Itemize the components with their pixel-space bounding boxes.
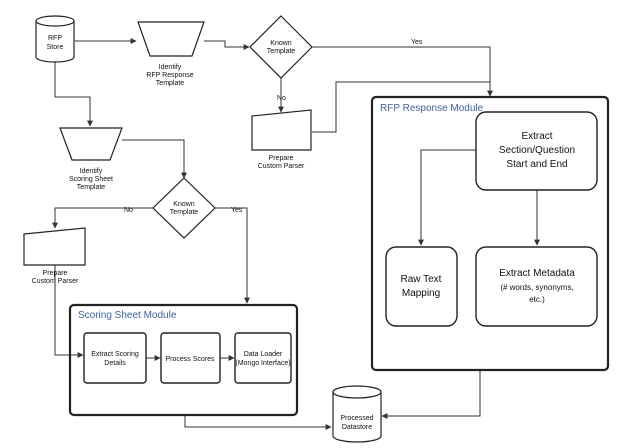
datastore-label-1: Processed [340,415,373,422]
rfp-store-node: RFP Store [35,15,75,63]
process-scores-label: Process Scores [165,356,215,363]
edges [52,38,540,430]
extract-scoring-node: Extract Scoring Details [83,332,147,384]
edge-parser-1-to-module [312,81,490,133]
data-loader-label-1: Data Loader [244,351,283,358]
extract-section-label-2: Section/Question [499,145,575,156]
identify-rfp-label-1: Identify [159,64,182,71]
extract-metadata-label-1: Extract Metadata [499,268,575,279]
raw-text-label-1: Raw Text [401,274,442,285]
rfp-store-label-1: RFP [48,35,62,42]
known-template-2-node: Known Template [152,177,216,239]
process-scores-node: Process Scores [160,332,221,384]
identify-scoring-label-1: Identify [80,168,103,175]
extract-metadata-label-3: etc.) [529,295,545,304]
edge-known-2-no [52,207,153,229]
known-1-label-2: Template [267,48,296,55]
rfp-response-module-title: RFP Response Module [380,103,484,114]
edge-identify-rfp-to-known-1 [204,40,250,50]
prepare-parser-1-node: Prepare Custom Parser [251,109,312,170]
raw-text-node: Raw Text Mapping [385,246,458,327]
identify-scoring-template-node: Identify Scoring Sheet Template [59,127,123,191]
parser-2-label-2: Custom Parser [32,278,79,285]
extract-section-label-3: Start and End [506,159,567,170]
data-loader-node: Data Loader (Mongo Interface) [234,332,292,384]
raw-text-label-2: Mapping [402,288,440,299]
known-2-label-1: Known [173,201,195,208]
identify-rfp-label-3: Template [156,80,185,87]
known-template-1-node: Known Template [249,15,313,79]
known-1-label-1: Known [270,40,292,47]
rfp-store-label-2: Store [47,44,64,51]
identify-rfp-template-node: Identify RFP Response Template [137,21,205,87]
identify-scoring-label-2: Scoring Sheet [69,176,113,183]
edge-known-2-yes [215,207,250,304]
edge-label-yes-2: Yes [231,207,243,214]
parser-1-label-1: Prepare [269,155,294,162]
edge-label-yes-1: Yes [411,39,423,46]
scoring-sheet-module-title: Scoring Sheet Module [78,310,177,321]
extract-metadata-label-2: (# words, synonyms, [500,283,573,292]
extract-scoring-label-2: Details [104,360,126,367]
data-loader-label-2: (Mongo Interface) [235,360,290,367]
datastore-label-2: Datastore [342,424,372,431]
edge-section-to-raw [418,149,476,246]
extract-metadata-node: Extract Metadata (# words, synonyms, etc… [475,246,598,327]
parser-1-label-2: Custom Parser [258,163,305,170]
prepare-parser-2-node: Prepare Custom Parser [23,227,86,285]
parser-2-label-1: Prepare [43,270,68,277]
edge-store-to-identify-scoring [54,61,93,127]
identify-scoring-label-3: Template [77,184,106,191]
edge-known-1-yes [312,46,493,97]
edge-scoring-module-to-datastore [184,415,332,430]
identify-rfp-label-2: RFP Response [146,72,193,79]
extract-section-label-1: Extract [521,131,552,142]
known-2-label-2: Template [170,209,199,216]
extract-section-node: Extract Section/Question Start and End [475,111,598,191]
edge-identify-scoring-to-known-2 [122,139,187,179]
edge-parser-2-to-extract-scoring [54,265,84,358]
processed-datastore-node: Processed Datastore [332,385,382,443]
edge-rfp-module-to-datastore [381,370,481,419]
edge-label-no-1: No [277,95,286,102]
edge-label-no-2: No [124,207,133,214]
extract-scoring-label-1: Extract Scoring [91,351,139,358]
